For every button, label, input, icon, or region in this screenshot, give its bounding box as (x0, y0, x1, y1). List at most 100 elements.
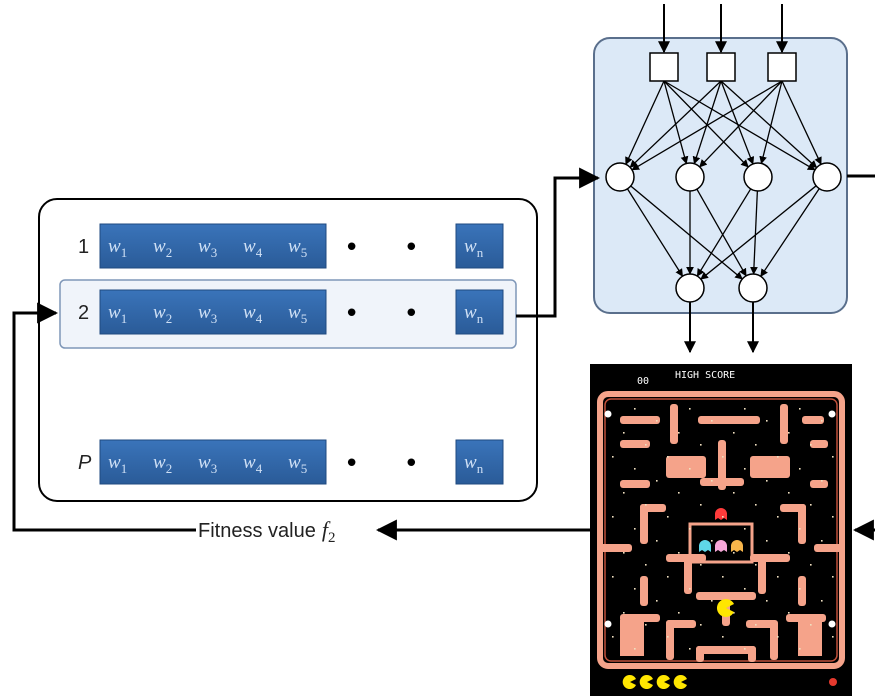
ghost (731, 540, 743, 552)
ms-pacman (716, 599, 734, 617)
gene-strip (99, 439, 327, 485)
pellet (777, 456, 779, 458)
pellets (612, 408, 834, 650)
weights-to-network-arrow (516, 167, 601, 318)
hidden-output-connection (696, 188, 752, 277)
gene-weight-n: wn (464, 302, 484, 326)
pellet (821, 420, 823, 422)
gene-weight: w1 (108, 452, 127, 476)
pellet (700, 624, 702, 626)
pellet (744, 408, 746, 410)
pellet (810, 624, 812, 626)
pellet (810, 564, 812, 566)
individual-index: 1 (78, 236, 89, 258)
gene-weight: w4 (243, 236, 263, 260)
maze-wall (620, 440, 650, 448)
maze-wall (798, 504, 806, 544)
pellet (612, 456, 614, 458)
pellet (689, 588, 691, 590)
individual-index: P (78, 452, 92, 474)
pellet (722, 576, 724, 578)
pellet (667, 576, 669, 578)
gene-strip-last (455, 223, 504, 269)
pellet (799, 528, 801, 530)
pellet (766, 540, 768, 542)
maze-wall-block (620, 620, 644, 656)
input-hidden-connection (692, 80, 722, 165)
pellet (744, 468, 746, 470)
hidden-output-connection (700, 185, 817, 280)
hidden-output-connection (760, 188, 820, 278)
pellet (656, 600, 658, 602)
pellet (700, 444, 702, 446)
pellet (623, 552, 625, 554)
maze-wall (758, 554, 766, 594)
score-text: 00 (637, 376, 649, 387)
pellet (799, 588, 801, 590)
input-hidden-connection (663, 80, 749, 168)
input-node (706, 52, 736, 82)
pellet (700, 504, 702, 506)
input-hidden-connection (720, 80, 755, 165)
gene-weight: w1 (108, 236, 127, 260)
pellet (722, 456, 724, 458)
maze-wall (700, 478, 744, 486)
pellet (634, 528, 636, 530)
pellet (766, 600, 768, 602)
pellet (623, 432, 625, 434)
pellet (733, 492, 735, 494)
pellet (810, 444, 812, 446)
pellet (711, 480, 713, 482)
pellet (711, 540, 713, 542)
pellet (711, 600, 713, 602)
maze-border (597, 391, 845, 669)
gene-strip (99, 223, 327, 269)
pellet (733, 612, 735, 614)
maze-wall (666, 456, 706, 478)
gene-strip (99, 289, 327, 335)
maze-wall (718, 440, 726, 490)
maze-wall (640, 576, 648, 606)
maze-wall (802, 416, 824, 424)
input-hidden-connection (631, 80, 783, 171)
pellet (645, 564, 647, 566)
pellet (667, 516, 669, 518)
maze-wall (600, 544, 632, 552)
input-hidden-connection (781, 80, 822, 166)
pellet (612, 576, 614, 578)
life-icon (639, 675, 653, 689)
pellet (689, 468, 691, 470)
pellet (634, 408, 636, 410)
maze-wall (780, 504, 806, 512)
maze-wall (620, 416, 660, 424)
power-pellet (828, 410, 836, 418)
hidden-node (812, 162, 842, 192)
maze-wall (780, 404, 788, 444)
life-icon (656, 675, 670, 689)
maze-wall (620, 480, 650, 488)
pellet (733, 552, 735, 554)
output-node (738, 273, 768, 303)
hidden-node (605, 162, 635, 192)
gene-weight: w2 (153, 452, 172, 476)
pellet (777, 516, 779, 518)
hidden-output-connection (696, 188, 747, 277)
ghost-house (688, 522, 754, 564)
pellet (623, 612, 625, 614)
hidden-node (743, 162, 773, 192)
pellet (733, 432, 735, 434)
maze-wall (670, 404, 678, 444)
maze-wall (798, 576, 806, 606)
pellet (777, 576, 779, 578)
pellet (678, 492, 680, 494)
pellet (678, 552, 680, 554)
gene-weight: w5 (288, 236, 307, 260)
gene-strip-last (455, 439, 504, 485)
pellet (799, 408, 801, 410)
population-box (38, 198, 538, 502)
input-hidden-connection (720, 80, 818, 169)
